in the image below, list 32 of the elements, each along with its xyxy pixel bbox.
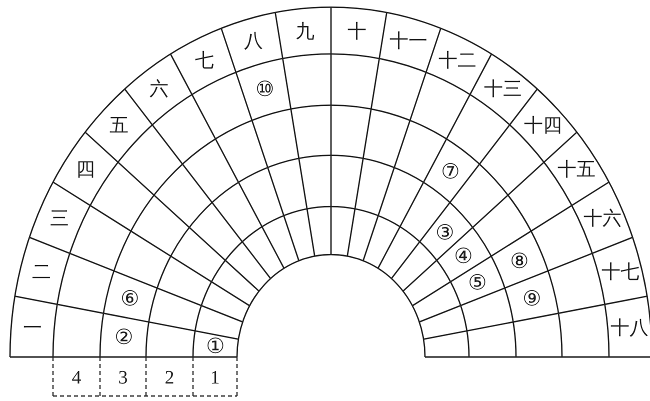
seat-number: ⑧ xyxy=(510,249,529,274)
seat-number: ① xyxy=(206,334,225,358)
sector-label: 十八 xyxy=(610,318,648,340)
sector-label: 十七 xyxy=(601,262,640,283)
seat-number: ⑥ xyxy=(120,286,140,310)
sector-label: 三 xyxy=(50,208,70,230)
seat-number: ⑤ xyxy=(468,270,487,295)
sector-label: 五 xyxy=(110,116,129,137)
sector-label: 九 xyxy=(295,21,314,42)
column-number: 4 xyxy=(72,368,82,388)
seat-number: ③ xyxy=(436,220,455,245)
sector-label: 四 xyxy=(76,159,96,180)
seat-number: ④ xyxy=(454,244,473,268)
seat-number: ② xyxy=(114,325,134,350)
sector-label: 十一 xyxy=(390,31,428,52)
sector-label: 二 xyxy=(32,262,52,283)
sector-label: 十三 xyxy=(484,79,522,100)
sector-label: 六 xyxy=(150,79,169,100)
sector-label: 十四 xyxy=(524,116,562,137)
column-number: 3 xyxy=(118,368,128,388)
column-number: 1 xyxy=(210,368,220,388)
sector-label: 十六 xyxy=(583,208,622,230)
sector-label: 一 xyxy=(23,318,42,340)
sector-label: 七 xyxy=(194,50,214,72)
sector-label: 十 xyxy=(348,21,367,42)
seat-number: ⑦ xyxy=(440,159,460,184)
sector-label: 十二 xyxy=(438,50,477,72)
seat-number: ⑨ xyxy=(522,286,542,310)
sector-label: 八 xyxy=(244,31,263,52)
seat-number: ⑩ xyxy=(256,77,275,102)
column-number: 2 xyxy=(164,368,174,388)
sector-label: 十五 xyxy=(557,159,596,180)
